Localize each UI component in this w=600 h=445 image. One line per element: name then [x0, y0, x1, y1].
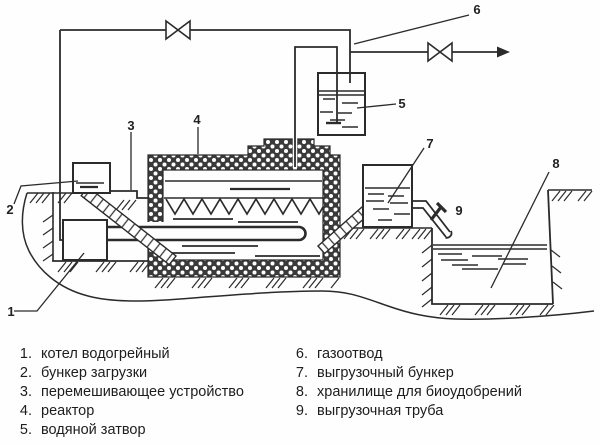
legend-number: 4.	[19, 403, 32, 419]
gas-piping	[59, 29, 510, 241]
mixer-screw	[165, 197, 324, 216]
tap-handle-icon	[429, 206, 443, 221]
legend-number: 3.	[19, 384, 32, 400]
legend-item-2: 2. бункер загрузки	[10, 365, 147, 382]
legend-item-1: 1. котел водогрейный	[10, 346, 170, 363]
legend-item-6: 6. газоотвод	[288, 346, 383, 363]
legend-item-7: 7. выгрузочный бункер	[288, 365, 454, 382]
callout-leaders	[13, 14, 550, 312]
legend-number: 1.	[19, 346, 32, 362]
legend-number: 5.	[19, 422, 32, 438]
reactor-gas-pipe	[294, 46, 338, 167]
loading-hopper	[72, 162, 111, 194]
callout-2: 2	[6, 202, 13, 217]
legend-text: водяной затвор	[41, 422, 146, 438]
callout-7: 7	[426, 136, 433, 151]
legend-text: выгрузочная труба	[317, 403, 444, 419]
legend-number: 2.	[19, 365, 32, 381]
legend-text: реактор	[41, 403, 95, 419]
legend-number: 7.	[295, 365, 308, 381]
callout-numbers: 1 2 3 4 5 6 7 8 9	[6, 2, 559, 319]
callout-4: 4	[193, 112, 201, 127]
callout-6: 6	[473, 2, 480, 17]
boiler	[62, 219, 307, 261]
legend-item-5: 5. водяной затвор	[10, 422, 146, 439]
legend-item-4: 4. реактор	[10, 403, 94, 420]
water-seal	[317, 72, 366, 136]
legend-item-3: 3. перемешивающее устройство	[10, 384, 244, 401]
storage-pit	[431, 189, 592, 305]
legend-number: 6.	[295, 346, 308, 362]
valve-icon	[165, 19, 191, 41]
callout-5: 5	[398, 96, 405, 111]
legend-text: выгрузочный бункер	[317, 365, 454, 381]
diagram-canvas: 1 2 3 4 5 6 7 8 9	[6, 2, 595, 320]
callout-3: 3	[127, 118, 134, 133]
legend-text: бункер загрузки	[41, 365, 148, 381]
legend-number: 8.	[295, 384, 308, 400]
legend-text: котел водогрейный	[41, 346, 170, 362]
valves	[165, 19, 453, 63]
callout-9: 9	[455, 203, 462, 218]
pipe-end-cap	[445, 230, 453, 239]
reactor	[147, 138, 341, 278]
ground-hatching	[29, 190, 593, 316]
boiler-riser-pipe	[59, 30, 63, 241]
reactor-contents	[164, 180, 324, 257]
legend-text: перемешивающее устройство	[41, 384, 244, 400]
unloading-hopper	[362, 164, 413, 228]
valve-icon	[427, 41, 453, 63]
legend-number: 9.	[295, 403, 308, 419]
discharge-pipe	[412, 200, 453, 239]
legend-item-9: 9. выгрузочная труба	[288, 403, 443, 420]
arrow-icon	[497, 46, 510, 58]
callout-8: 8	[552, 156, 559, 171]
heater-u-tube	[107, 225, 307, 242]
legend-item-8: 8. хранилище для биоудобрений	[288, 384, 522, 401]
legend-text: хранилище для биоудобрений	[317, 384, 522, 400]
mixer-drive-step	[110, 190, 148, 199]
top-gas-line	[60, 29, 351, 83]
callout-1: 1	[7, 304, 14, 319]
legend-text: газоотвод	[317, 346, 383, 362]
